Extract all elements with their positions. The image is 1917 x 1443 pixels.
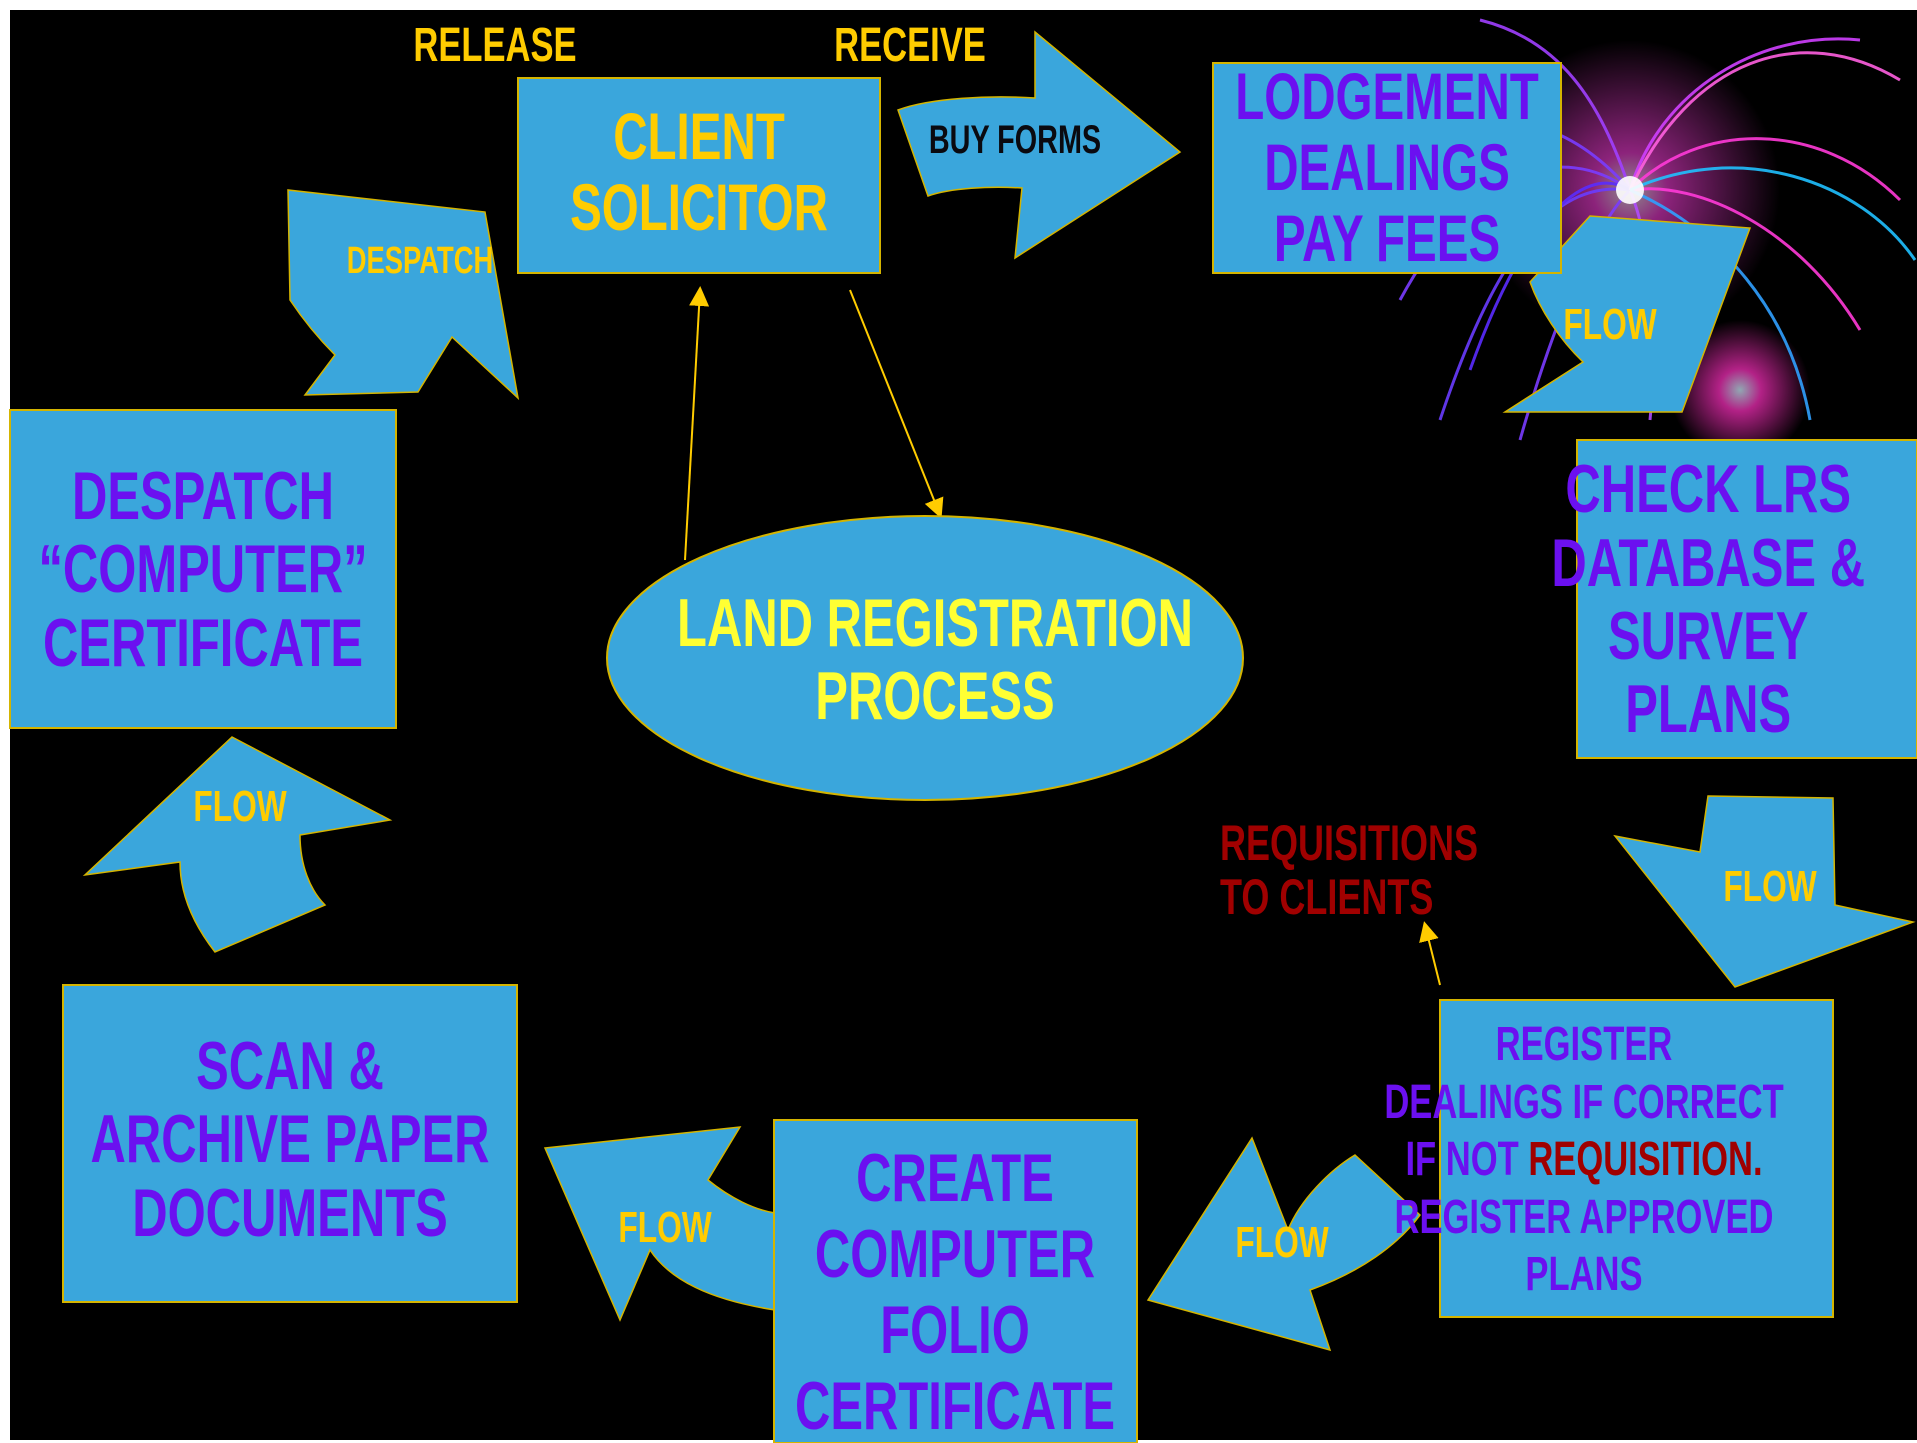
flow-label-check-register: FLOW	[1723, 862, 1817, 911]
if-not-requisition-line: IF NOT REQUISITION.	[1405, 1131, 1762, 1189]
register-dealings-box	[1439, 999, 1834, 1318]
despatch-certificate-text: DESPATCH “COMPUTER” CERTIFICATE	[38, 450, 367, 690]
certificate-label: CERTIFICATE	[42, 604, 364, 681]
check-database-box	[1576, 439, 1917, 759]
requisitions-text: REQUISITIONS TO CLIENTS	[1220, 815, 1478, 925]
flow-arrow-lodgement-check	[1502, 215, 1752, 413]
survey-label: SURVEY	[1607, 598, 1809, 674]
flow-arrow-scan-despatch	[82, 736, 393, 953]
lodgement-text: LODGEMENT DEALINGS PAY FEES	[1235, 55, 1539, 280]
lodgement-label: LODGEMENT	[1235, 58, 1539, 133]
despatch-arrow	[287, 189, 520, 401]
create-label: CREATE	[856, 1140, 1054, 1216]
documents-label: DOCUMENTS	[132, 1174, 448, 1251]
land-registration-text: LAND REGISTRATION PROCESS	[677, 580, 1193, 740]
dealings-correct-label: DEALINGS IF CORRECT	[1384, 1075, 1784, 1129]
solicitor-label: SOLICITOR	[570, 170, 828, 244]
folio-certificate-label: CERTIFICATE	[794, 1368, 1116, 1443]
receive-label: RECEIVE	[834, 18, 986, 72]
requisitions-label: REQUISITIONS	[1220, 815, 1479, 871]
buy-forms-label: BUY FORMS	[928, 117, 1102, 162]
client-label: CLIENT	[613, 98, 785, 173]
scan-label: SCAN &	[196, 1027, 384, 1104]
computer-label: COMPUTER	[814, 1216, 1096, 1293]
connector-down-arrow	[849, 289, 944, 519]
folio-label: FOLIO	[880, 1292, 1030, 1369]
land-registration-label: LAND REGISTRATION	[677, 584, 1193, 661]
check-lrs-label: CHECK LRS	[1565, 451, 1852, 528]
if-not-label: IF NOT	[1405, 1133, 1529, 1187]
process-label: PROCESS	[815, 658, 1055, 734]
pay-fees-label: PAY FEES	[1273, 201, 1501, 276]
scan-archive-text: SCAN & ARCHIVE PAPER DOCUMENTS	[91, 1020, 490, 1260]
flow-arrow-register-create	[1146, 1136, 1422, 1352]
flow-label-scan-despatch: FLOW	[193, 782, 287, 831]
flow-arrow-check-register	[1613, 795, 1916, 988]
requisition-connector-arrow	[1419, 921, 1441, 986]
create-folio-box	[773, 1119, 1138, 1443]
client-solicitor-text: CLIENT SOLICITOR	[569, 92, 830, 252]
check-database-text: CHECK LRS DATABASE & SURVEY PLANS	[1551, 445, 1865, 755]
plans-label: PLANS	[1625, 671, 1792, 748]
release-label: RELEASE	[413, 18, 577, 72]
register-label: REGISTER	[1495, 1018, 1673, 1072]
flow-arrow-create-scan	[543, 1126, 776, 1322]
client-solicitor-box	[517, 77, 881, 274]
despatch-arrow-label: DESPATCH	[346, 239, 494, 282]
connector-up-arrow	[684, 286, 710, 561]
create-folio-text: CREATE COMPUTER FOLIO CERTIFICATE	[795, 1140, 1115, 1443]
computer-quoted-label: “COMPUTER”	[38, 531, 368, 608]
flow-label-create-scan: FLOW	[618, 1203, 712, 1252]
database-label: DATABASE &	[1551, 524, 1866, 601]
register-dealings-text: REGISTER DEALINGS IF CORRECT IF NOT REQU…	[1384, 1015, 1783, 1305]
buy-forms-arrow	[897, 30, 1182, 260]
archive-paper-label: ARCHIVE PAPER	[90, 1101, 490, 1178]
dealings-label: DEALINGS	[1264, 129, 1510, 204]
flow-label-lodgement-check: FLOW	[1563, 300, 1657, 349]
lodgement-box	[1212, 62, 1562, 274]
scan-archive-box	[62, 984, 518, 1303]
despatch-certificate-box	[9, 409, 397, 729]
to-clients-label: TO CLIENTS	[1220, 869, 1434, 925]
flow-label-register-create: FLOW	[1235, 1218, 1329, 1267]
requisition-highlight-label: REQUISITION.	[1528, 1133, 1763, 1187]
despatch-label: DESPATCH	[71, 457, 335, 534]
land-registration-ellipse	[606, 515, 1244, 801]
register-plans-label: PLANS	[1525, 1248, 1643, 1302]
register-approved-label: REGISTER APPROVED	[1394, 1190, 1774, 1244]
